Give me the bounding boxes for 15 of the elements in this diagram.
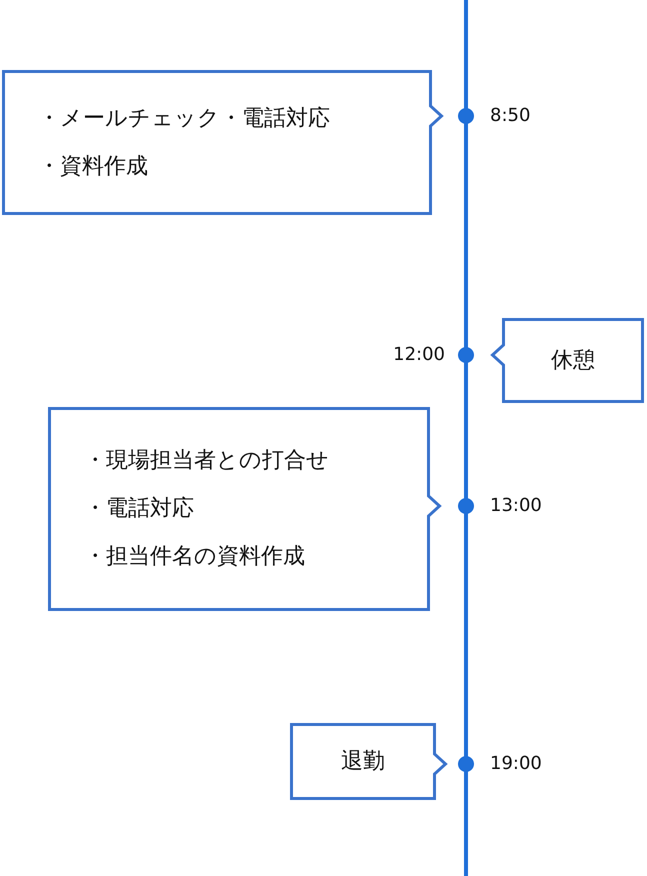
time-label: 12:00 bbox=[393, 344, 445, 366]
time-label: 8:50 bbox=[490, 105, 530, 127]
task-text: ・電話対応 bbox=[84, 495, 195, 523]
task-text: 退勤 bbox=[341, 748, 385, 776]
time-label: 19:00 bbox=[490, 753, 542, 775]
callout-box bbox=[48, 407, 441, 611]
task-text: ・メールチェック・電話対応 bbox=[38, 104, 330, 132]
task-text: ・担当件名の資料作成 bbox=[84, 543, 306, 571]
task-text: 休憩 bbox=[551, 346, 595, 374]
callout-box bbox=[2, 70, 443, 215]
task-text: ・資料作成 bbox=[38, 152, 149, 180]
callout-box bbox=[491, 318, 644, 403]
task-text: ・現場担当者との打合せ bbox=[84, 447, 329, 475]
time-label: 13:00 bbox=[490, 495, 542, 517]
callout-box bbox=[290, 723, 447, 800]
